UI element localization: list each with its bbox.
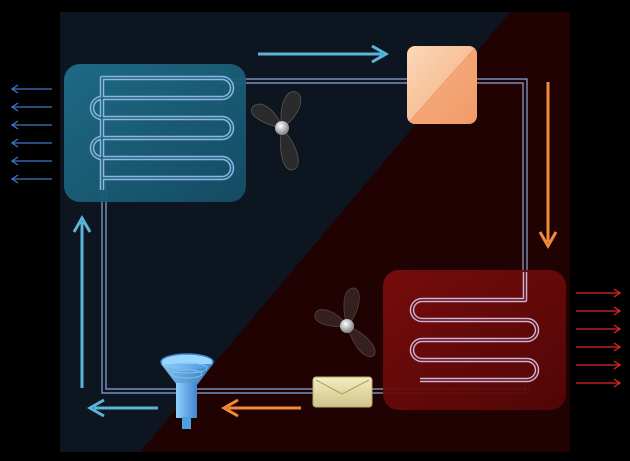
flow-to-condenser	[538, 82, 558, 250]
condenser-coil	[383, 270, 566, 410]
heat-rejected-arrows	[576, 288, 622, 388]
evaporator-coil	[64, 64, 246, 202]
valve-icon	[312, 376, 373, 408]
flow-from-filter	[86, 398, 158, 418]
flow-to-evaporator	[72, 214, 92, 388]
condenser-fan	[314, 287, 376, 357]
fan-icon	[251, 91, 302, 171]
flow-to-expansion-valve	[220, 398, 301, 418]
flow-to-compressor	[258, 44, 390, 64]
expansion-valve	[312, 376, 373, 408]
funnel-icon	[160, 353, 214, 429]
flow-arrows	[72, 44, 558, 418]
evaporator-fan	[251, 91, 302, 171]
fan-icon	[314, 287, 376, 357]
compressor	[407, 46, 477, 124]
filter-drier	[160, 353, 214, 429]
heat-absorbed-arrows	[10, 84, 52, 184]
